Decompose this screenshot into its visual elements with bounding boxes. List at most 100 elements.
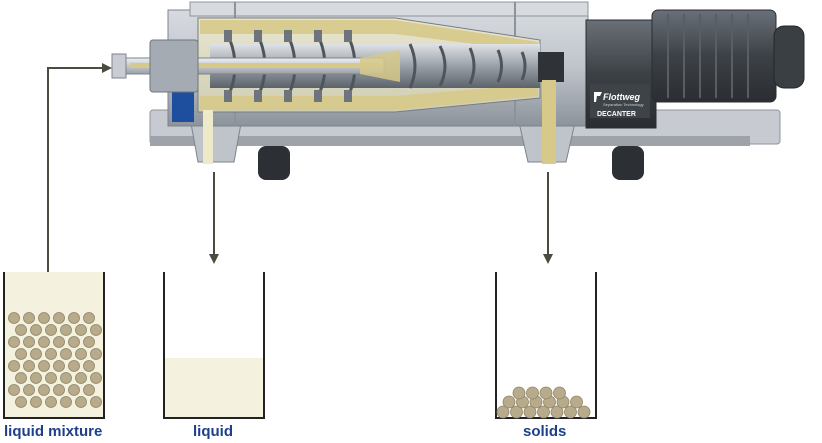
label-solids: solids	[523, 423, 567, 440]
feed-arrow-head	[102, 63, 112, 73]
solids-particles	[496, 386, 591, 419]
housing-top-band	[189, 1, 589, 17]
particle	[523, 405, 537, 419]
particle	[8, 312, 20, 324]
bowl-end-hub	[538, 52, 564, 82]
sediment-bottom	[200, 84, 538, 110]
particle	[90, 324, 102, 336]
particle	[68, 360, 80, 372]
particle	[83, 336, 95, 348]
motor-end-cap	[773, 25, 805, 89]
particle	[30, 348, 42, 360]
beaker-outline	[495, 272, 597, 419]
particle	[75, 348, 87, 360]
particle	[90, 348, 102, 360]
particle	[53, 336, 65, 348]
particle	[68, 312, 80, 324]
beaker-solids	[495, 272, 597, 419]
particle	[83, 312, 95, 324]
base-frame-shadow	[150, 136, 750, 146]
particle	[38, 384, 50, 396]
particle	[83, 384, 95, 396]
particle	[75, 396, 87, 408]
particle	[38, 312, 50, 324]
machine-foot-left	[258, 146, 290, 180]
particle	[90, 372, 102, 384]
particle	[496, 405, 510, 419]
particle	[553, 386, 566, 400]
particle	[15, 396, 27, 408]
feed-arrow	[47, 67, 104, 272]
machine-foot-right	[612, 146, 644, 180]
inlet-flange	[111, 53, 127, 79]
particle	[75, 372, 87, 384]
particle	[75, 324, 87, 336]
particle	[564, 405, 577, 419]
particle	[30, 372, 42, 384]
mixture-particles	[8, 312, 102, 408]
particle	[45, 396, 57, 408]
particle	[68, 384, 80, 396]
liquid-fill	[164, 358, 264, 418]
liquid-discharge-stream	[203, 110, 213, 164]
particle	[45, 324, 57, 336]
particle	[502, 395, 516, 409]
particle	[8, 360, 20, 372]
particle	[68, 336, 80, 348]
sediment-top	[200, 20, 538, 52]
particle	[23, 312, 35, 324]
brand-name: Flottweg	[603, 92, 640, 102]
beaker-liquid	[163, 272, 265, 419]
particle	[30, 396, 42, 408]
particle	[60, 348, 72, 360]
particle	[8, 336, 20, 348]
particle	[38, 360, 50, 372]
solids-arrow-head	[543, 254, 553, 264]
particle	[23, 360, 35, 372]
particle	[15, 348, 27, 360]
inlet-hub	[149, 39, 199, 93]
particle	[539, 386, 553, 400]
flottweg-logo-icon	[594, 92, 602, 102]
beaker-outline	[3, 272, 105, 419]
particle	[537, 405, 550, 419]
particle	[45, 372, 57, 384]
particle	[30, 324, 42, 336]
beaker-liquid-mixture	[3, 272, 105, 419]
particle	[510, 405, 523, 419]
brand-plate: Flottweg Separation Technology DECANTER	[590, 84, 650, 118]
feed-stream	[130, 63, 380, 68]
feed-cone	[360, 50, 400, 82]
particle	[15, 372, 27, 384]
particle	[570, 395, 583, 409]
particle	[8, 384, 20, 396]
particle	[60, 324, 72, 336]
particle	[53, 312, 65, 324]
particle	[23, 384, 35, 396]
particle	[38, 336, 50, 348]
particle	[550, 405, 564, 419]
solids-discharge-stream	[542, 80, 556, 164]
particle	[53, 360, 65, 372]
particle	[512, 386, 526, 400]
particle	[577, 405, 591, 419]
decanter-machine: Flottweg Separation Technology DECANTER	[111, 1, 805, 180]
label-liquid-mixture: liquid mixture	[4, 423, 103, 440]
liquid-arrow-head	[209, 254, 219, 264]
particle	[23, 336, 35, 348]
particle	[83, 360, 95, 372]
particle	[53, 384, 65, 396]
particle	[45, 348, 57, 360]
particle	[60, 396, 72, 408]
motor-ribs	[667, 14, 749, 98]
screw-teeth	[224, 30, 352, 102]
label-liquid: liquid	[193, 423, 233, 440]
brand-tagline: Separation Technology	[603, 102, 644, 107]
product-name: DECANTER	[597, 111, 636, 118]
motor-body	[651, 9, 777, 103]
particle	[526, 386, 539, 400]
particle	[60, 372, 72, 384]
beaker-outline	[163, 272, 265, 419]
particle	[90, 396, 102, 408]
